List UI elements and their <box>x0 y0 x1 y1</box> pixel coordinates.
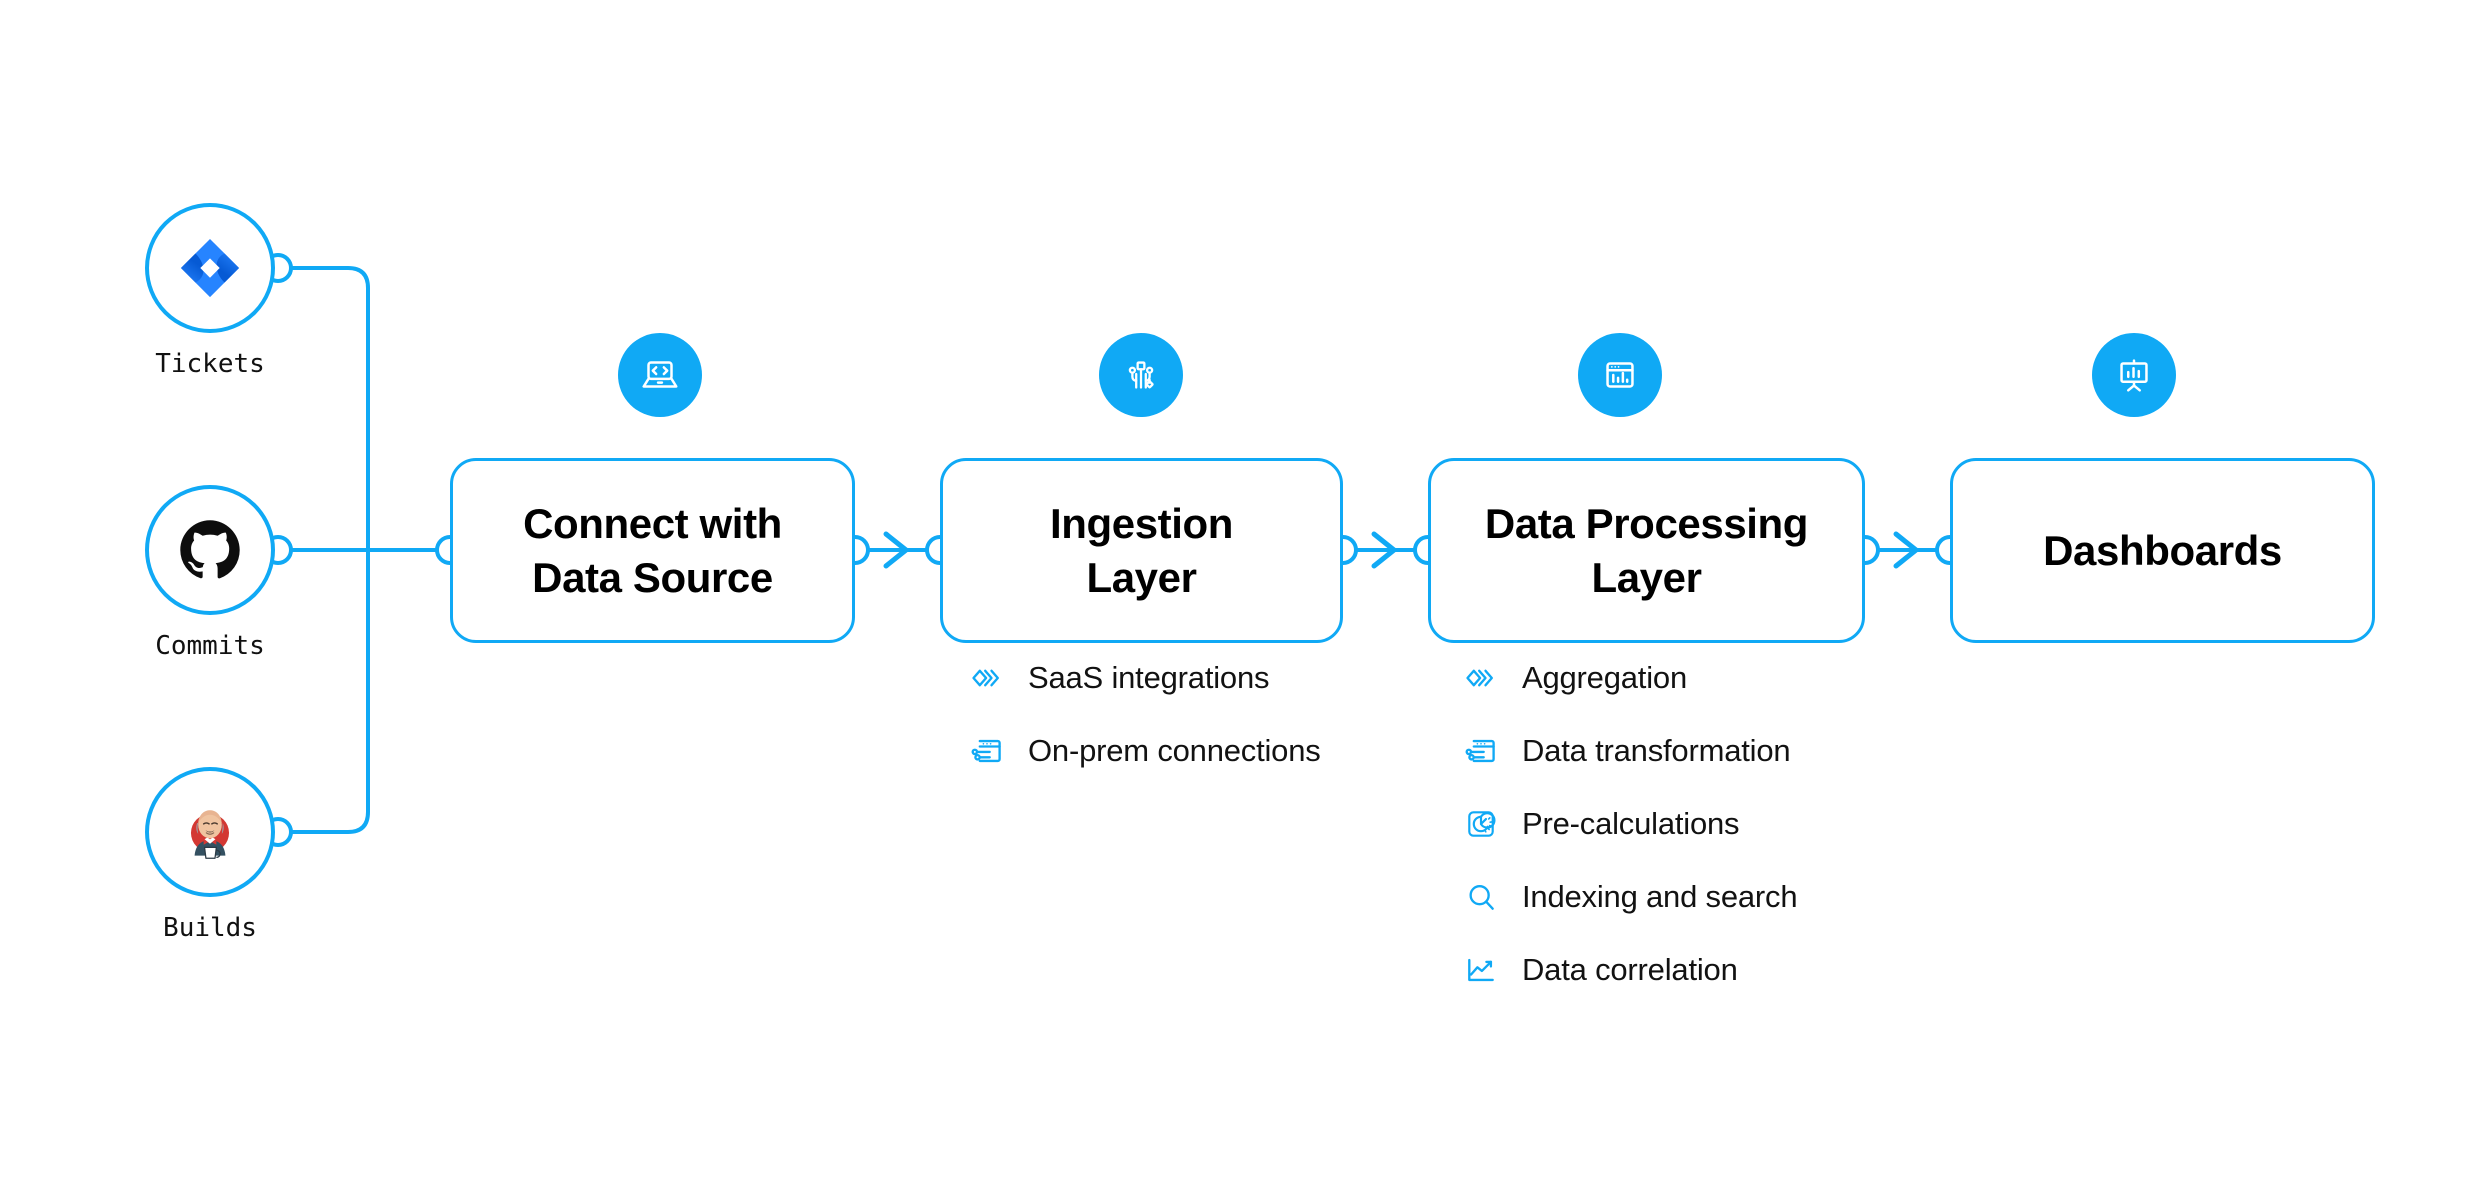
badge-laptop-code-icon <box>618 333 702 417</box>
gauge-square-icon <box>1462 805 1500 843</box>
source-label-commits: Commits <box>155 631 265 661</box>
stacked-chevrons-icon <box>1462 659 1500 697</box>
source-ring <box>145 203 275 333</box>
feature-item[interactable]: Pre-calculations <box>1462 801 1797 847</box>
source-label-builds: Builds <box>163 913 257 943</box>
stage-box-dashboards[interactable]: Dashboards <box>1950 458 2375 643</box>
stacked-chevrons-icon <box>968 659 1006 697</box>
source-node-builds[interactable]: Builds <box>145 767 275 943</box>
server-sliders-icon <box>1462 732 1500 770</box>
magnifier-icon <box>1462 878 1500 916</box>
feature-label: Pre-calculations <box>1522 806 1740 841</box>
feature-label: Data correlation <box>1522 952 1738 987</box>
arrowhead-box3-box4 <box>1893 531 1919 569</box>
stage-box-connect-with-data-source[interactable]: Connect with Data Source <box>450 458 855 643</box>
arrowhead-box2-box3 <box>1371 531 1397 569</box>
feature-item[interactable]: Aggregation <box>1462 655 1797 701</box>
jenkins-icon <box>173 795 247 869</box>
badge-presentation-chart-icon <box>2092 333 2176 417</box>
source-ring <box>145 767 275 897</box>
github-icon <box>173 513 247 587</box>
feature-list-ingestion-layer: SaaS integrations On-prem connections <box>968 655 1321 774</box>
feature-label: SaaS integrations <box>1028 660 1270 695</box>
line-chart-icon <box>1462 951 1500 989</box>
feature-item[interactable]: On-prem connections <box>968 728 1321 774</box>
source-ring <box>145 485 275 615</box>
source-node-tickets[interactable]: Tickets <box>145 203 275 379</box>
stage-box-data-processing-layer[interactable]: Data Processing Layer <box>1428 458 1865 643</box>
stage-title: Connect with Data Source <box>523 499 782 601</box>
stage-title: Ingestion Layer <box>1049 499 1234 601</box>
stage-box-ingestion-layer[interactable]: Ingestion Layer <box>940 458 1343 643</box>
stage-title: Data Processing Layer <box>1484 499 1809 601</box>
wire-builds <box>288 568 370 834</box>
feature-item[interactable]: Data correlation <box>1462 947 1797 993</box>
server-sliders-icon <box>968 732 1006 770</box>
feature-label: Aggregation <box>1522 660 1687 695</box>
feature-item[interactable]: Indexing and search <box>1462 874 1798 920</box>
feature-label: Indexing and search <box>1522 879 1798 914</box>
badge-window-bar-chart-icon <box>1578 333 1662 417</box>
feature-label: Data transformation <box>1522 733 1791 768</box>
wire-tickets <box>288 266 370 532</box>
source-label-tickets: Tickets <box>155 349 265 379</box>
arrowhead-box1-box2 <box>883 531 909 569</box>
feature-list-data-processing-layer: Aggregation Data transformation <box>1462 655 1798 993</box>
feature-item[interactable]: Data transformation <box>1462 728 1797 774</box>
source-node-commits[interactable]: Commits <box>145 485 275 661</box>
feature-item[interactable]: SaaS integrations <box>968 655 1321 701</box>
stage-title: Dashboards <box>2043 526 2282 574</box>
feature-label: On-prem connections <box>1028 733 1321 768</box>
badge-circuit-nodes-icon <box>1099 333 1183 417</box>
jira-icon <box>173 231 247 305</box>
